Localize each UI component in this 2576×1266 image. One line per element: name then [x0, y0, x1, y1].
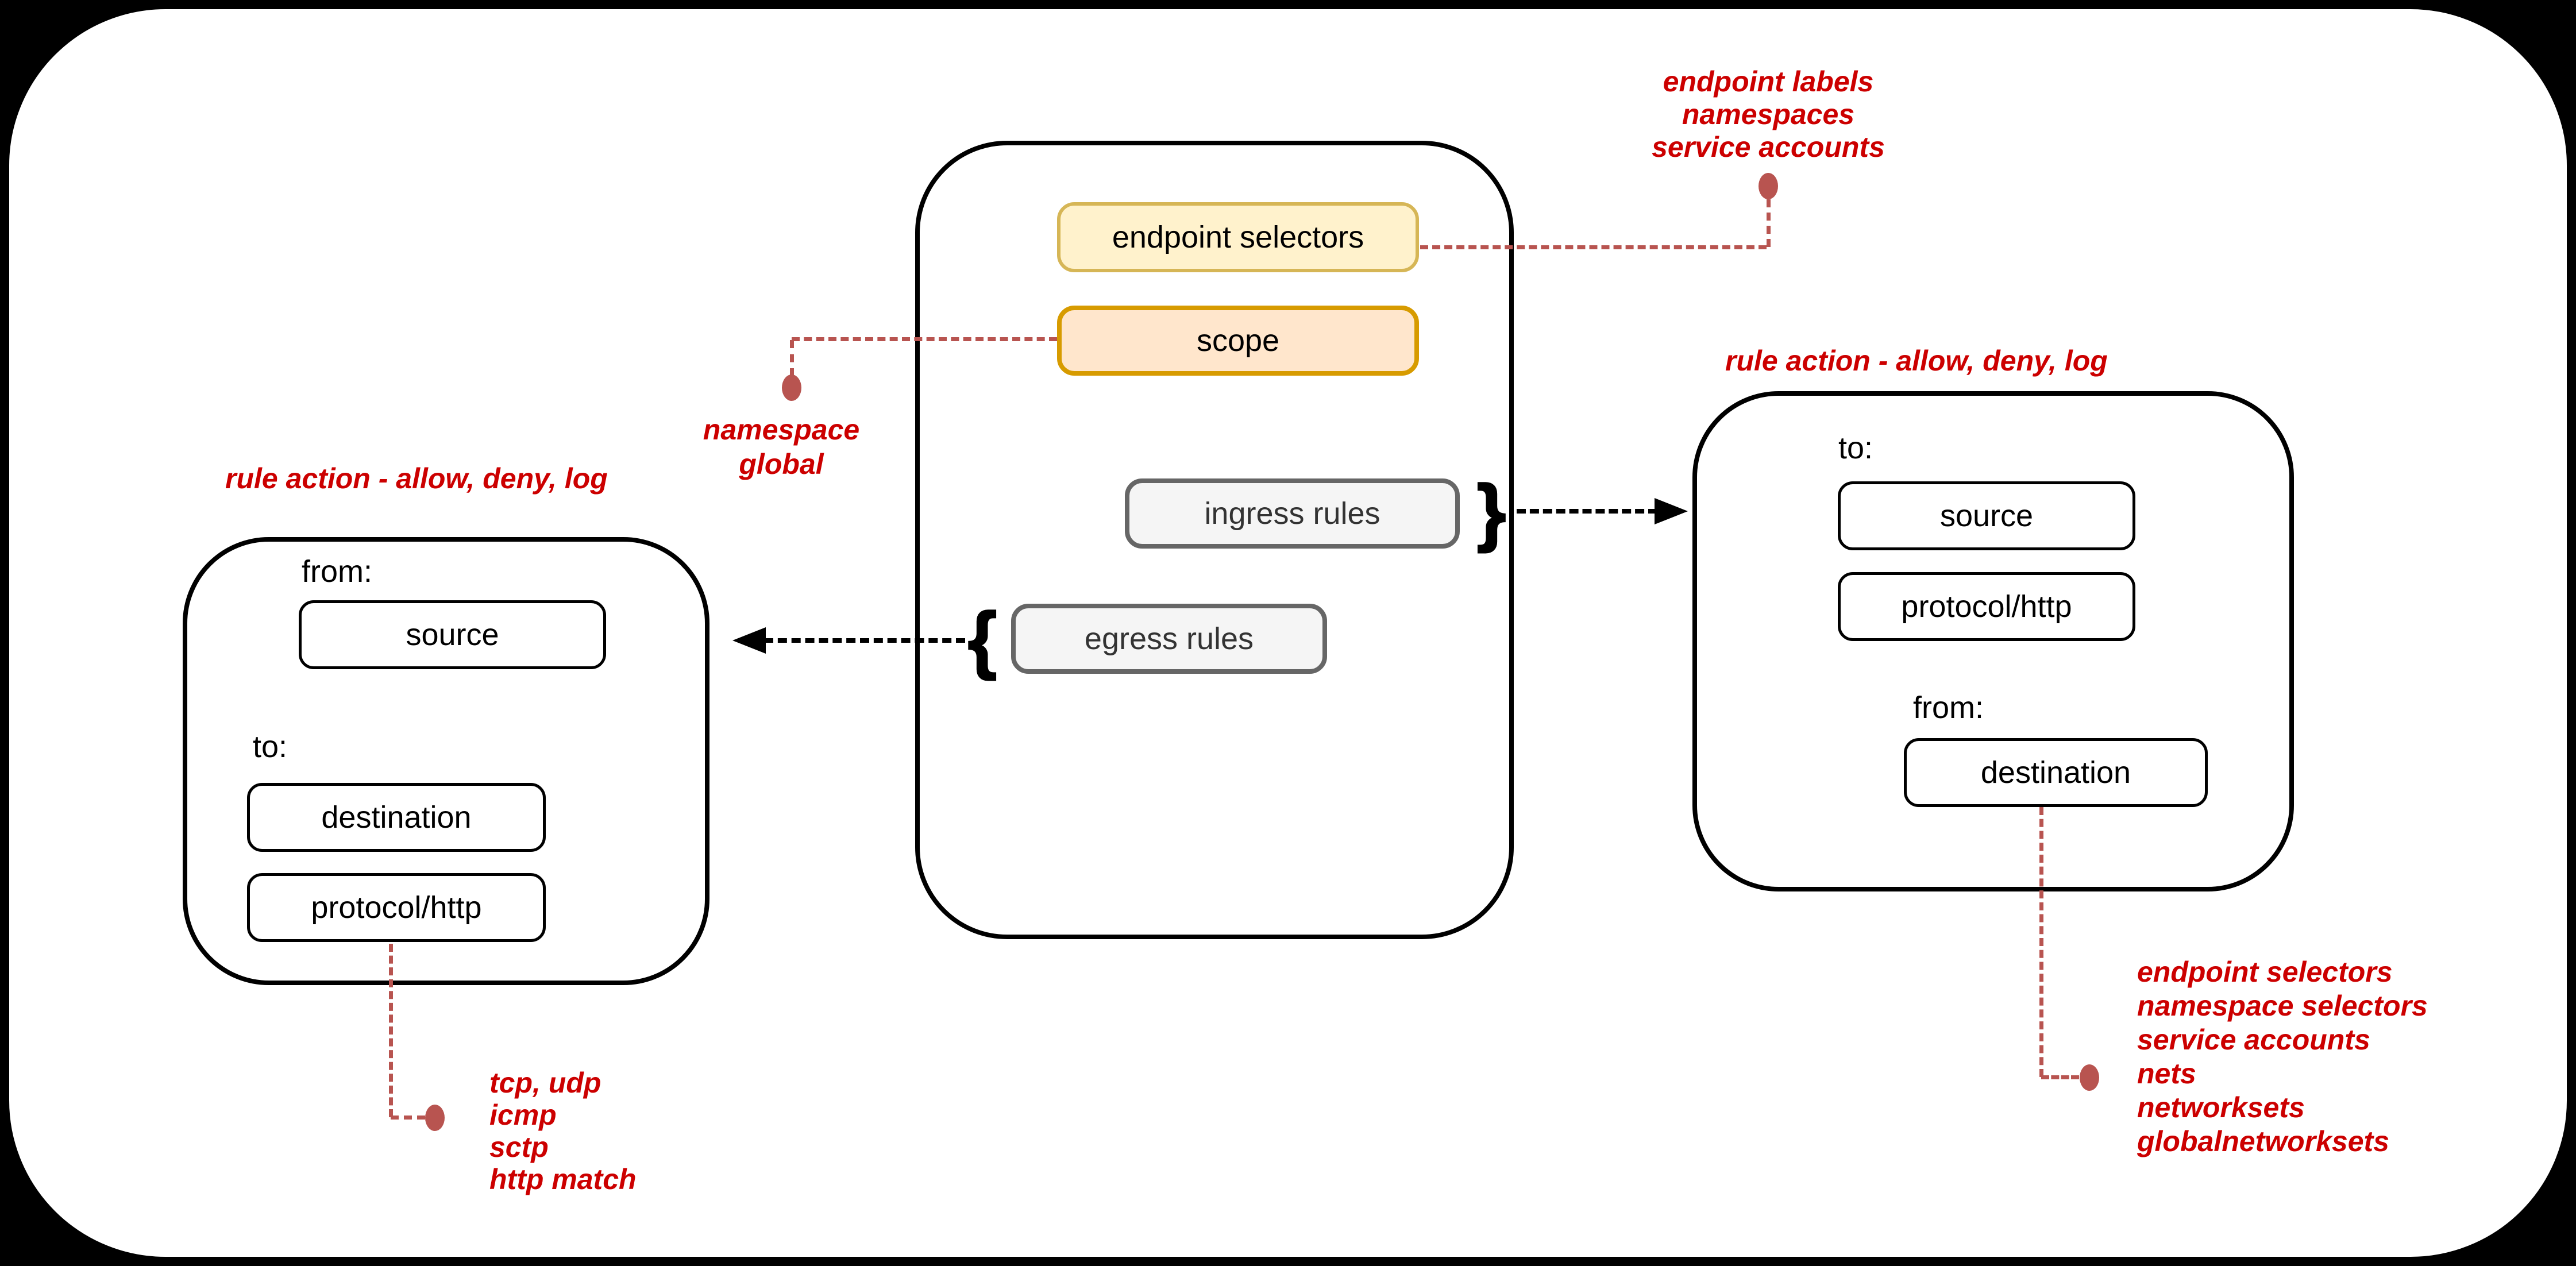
left-rule-action-title: rule action - allow, deny, log — [225, 462, 608, 495]
right-source-box: source — [1838, 481, 2135, 550]
scope-connector-h — [792, 337, 1057, 341]
ingress-brace: } — [1476, 469, 1507, 554]
note-line: http match — [489, 1163, 637, 1195]
right-destination-label: destination — [1980, 755, 2131, 790]
note-line: tcp, udp — [489, 1067, 601, 1099]
destination-connector-v — [2039, 807, 2043, 1077]
right-source-label: source — [1939, 499, 2034, 533]
destination-connector-h — [2041, 1075, 2079, 1079]
ingress-arrowhead-icon — [1655, 498, 1688, 524]
endpoint-selectors-connector-v — [1767, 199, 1771, 247]
scope-label: scope — [1196, 323, 1280, 358]
endpoint-selectors-box: endpoint selectors — [1057, 202, 1419, 272]
left-source-label: source — [406, 617, 499, 652]
egress-arrowhead-icon — [732, 627, 766, 654]
left-protocol-label: protocol/http — [311, 890, 482, 925]
protocol-connector-dot — [425, 1105, 445, 1131]
right-protocol-box: protocol/http — [1838, 572, 2135, 641]
note-line: networksets — [2137, 1091, 2305, 1124]
protocol-connector-h — [391, 1116, 425, 1120]
scope-box: scope — [1057, 306, 1419, 376]
egress-brace: { — [967, 596, 998, 682]
scope-connector-dot — [782, 375, 801, 401]
note-line: endpoint selectors — [2137, 956, 2393, 988]
right-rule-action-title: rule action - allow, deny, log — [1725, 345, 2108, 377]
ingress-rules-label: ingress rules — [1204, 496, 1380, 531]
left-destination-label: destination — [321, 800, 472, 835]
left-from-label: from: — [302, 554, 373, 589]
left-to-label: to: — [253, 730, 288, 764]
right-destination-box: destination — [1904, 738, 2208, 807]
right-to-label: to: — [1838, 431, 1873, 465]
note-line: endpoint labels — [1663, 65, 1874, 98]
protocol-note: tcp, udp icmp sctp http match — [489, 1067, 637, 1195]
note-line: globalnetworksets — [2137, 1125, 2389, 1157]
left-destination-box: destination — [247, 783, 546, 852]
note-line: global — [739, 448, 824, 480]
scope-note: namespace global — [666, 412, 896, 481]
scope-connector-v — [790, 340, 794, 376]
left-protocol-box: protocol/http — [247, 873, 546, 942]
egress-arrow-line — [764, 638, 965, 643]
note-line: service accounts — [1652, 131, 1885, 163]
endpoint-selectors-label: endpoint selectors — [1112, 220, 1364, 254]
ingress-rule-box — [1692, 391, 2294, 891]
ingress-rules-box: ingress rules — [1125, 478, 1460, 549]
egress-rules-label: egress rules — [1084, 622, 1254, 656]
destination-note: endpoint selectors namespace selectors s… — [2137, 955, 2428, 1159]
endpoint-selectors-connector-h — [1420, 245, 1767, 249]
note-line: sctp — [489, 1131, 549, 1163]
left-source-box: source — [299, 600, 606, 669]
note-line: namespace selectors — [2137, 990, 2428, 1022]
note-line: service accounts — [2137, 1024, 2370, 1056]
egress-rules-box: egress rules — [1011, 604, 1327, 674]
protocol-connector-v — [389, 944, 393, 1117]
destination-connector-dot — [2080, 1064, 2099, 1091]
right-from-label: from: — [1913, 690, 1984, 725]
endpoint-selectors-connector-dot — [1759, 173, 1778, 199]
note-line: nets — [2137, 1057, 2196, 1090]
endpoint-selectors-note: endpoint labels namespaces service accou… — [1607, 65, 1929, 164]
note-line: icmp — [489, 1099, 557, 1131]
ingress-arrow-line — [1517, 509, 1657, 514]
note-line: namespaces — [1682, 98, 1855, 130]
note-line: namespace — [703, 414, 860, 446]
right-protocol-label: protocol/http — [1901, 589, 2072, 624]
